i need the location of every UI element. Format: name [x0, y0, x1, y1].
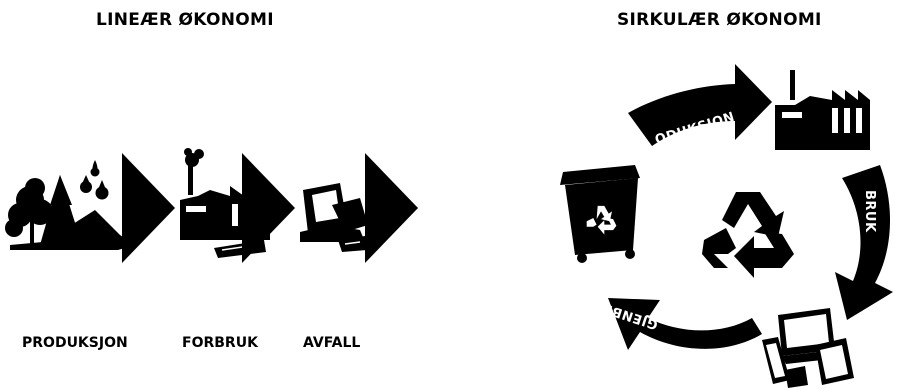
arrow-1 — [122, 153, 175, 263]
trees-icon — [5, 175, 135, 250]
arrow-3 — [365, 153, 418, 263]
devices-icon — [762, 308, 854, 388]
water-drops-icon — [80, 160, 109, 200]
waste-pile-icon — [300, 183, 368, 252]
factory-icon-circular — [775, 70, 870, 150]
recycle-icon — [702, 192, 794, 278]
arrow-production: ODUKSJON — [628, 64, 772, 148]
arrow-2 — [242, 153, 295, 263]
recycle-bin-icon — [560, 165, 640, 263]
arrow-consumption: BRUK — [835, 165, 893, 320]
arrow-label-consumption: BRUK — [862, 190, 877, 233]
arrow-reuse: GJENBRUK — [579, 293, 762, 350]
